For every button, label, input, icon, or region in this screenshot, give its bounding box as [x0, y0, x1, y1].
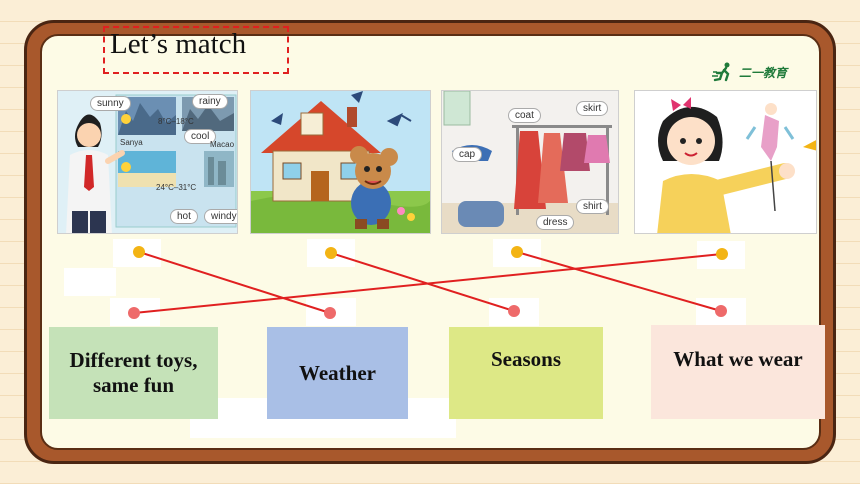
match-line: [133, 253, 723, 314]
dot-backing: [64, 268, 116, 296]
tag-shirt: shirt: [576, 199, 609, 214]
card-weather[interactable]: Weather: [267, 327, 408, 419]
picture-dot-1[interactable]: [133, 246, 145, 258]
picture-house[interactable]: [250, 90, 431, 234]
picture-girl-kite[interactable]: [634, 90, 817, 234]
match-line: [138, 251, 331, 314]
match-line: [330, 252, 515, 312]
girl-kite-scene: [635, 91, 816, 233]
logo-text: 二一教育: [739, 65, 788, 80]
card-dot-2[interactable]: [324, 307, 336, 319]
card-label: Weather: [299, 360, 376, 385]
tag-cool: cool: [184, 129, 217, 144]
picture-dot-2[interactable]: [325, 247, 337, 259]
card-dot-4[interactable]: [715, 305, 727, 317]
city-label-sanya: Sanya: [120, 138, 143, 147]
match-line: [516, 251, 722, 312]
picture-dot-4[interactable]: [716, 248, 728, 260]
card-dot-3[interactable]: [508, 305, 520, 317]
logo: 二一教育: [712, 62, 787, 82]
city-label-macao: Macao: [210, 140, 235, 149]
house-scene: [251, 91, 430, 233]
picture-clothes[interactable]: coat skirt cap shirt dress: [441, 90, 619, 234]
card-dot-1[interactable]: [128, 307, 140, 319]
tag-hot: hot: [170, 209, 198, 224]
title-dashed-box: [103, 26, 289, 74]
tag-coat: coat: [508, 108, 541, 123]
picture-weather[interactable]: sunny rainy 8°C–18°C cool Sanya Macao 24…: [57, 90, 238, 234]
card-label: What we wear: [673, 347, 803, 371]
card-label: Seasons: [490, 347, 562, 371]
tag-sunny: sunny: [90, 96, 131, 111]
card-what-we-wear[interactable]: What we wear: [651, 325, 825, 419]
page-title: Let’s match: [110, 28, 247, 60]
tag-skirt: skirt: [576, 101, 609, 116]
picture-dot-3[interactable]: [511, 246, 523, 258]
tag-rainy: rainy: [192, 94, 228, 109]
card-seasons[interactable]: Seasons: [449, 327, 603, 419]
tag-dress: dress: [536, 215, 575, 230]
temp-label-sanya: 24°C–31°C: [156, 183, 197, 192]
temp-label: 8°C–18°C: [158, 117, 194, 126]
weather-scene: [58, 91, 237, 233]
tag-cap: cap: [452, 147, 483, 162]
running-person-icon: [712, 62, 730, 82]
tag-windy: windy: [204, 209, 237, 224]
card-different-toys[interactable]: Different toys, same fun: [49, 327, 218, 419]
card-label: Different toys, same fun: [69, 348, 198, 397]
